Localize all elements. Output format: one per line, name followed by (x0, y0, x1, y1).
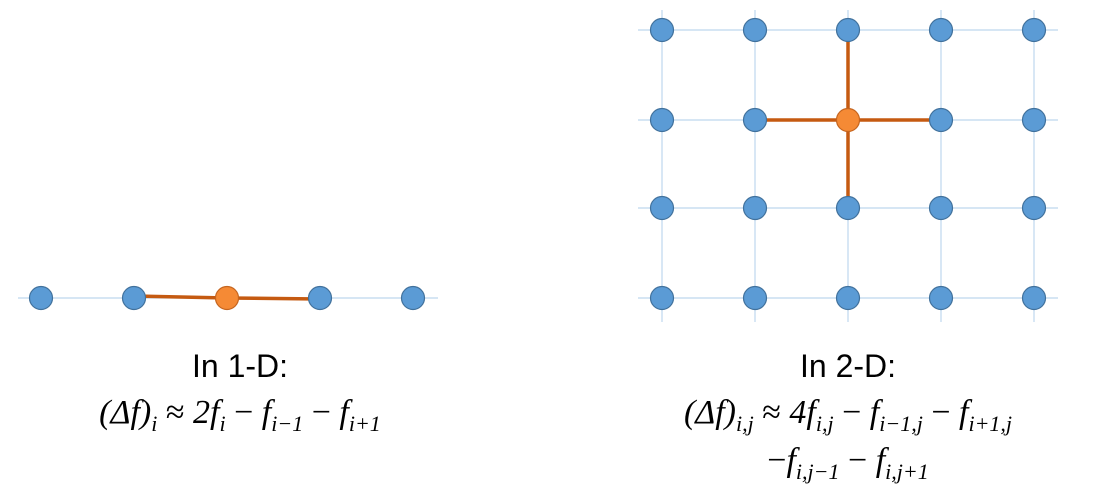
one-d-center-node (214, 285, 240, 311)
two-d-node (742, 107, 768, 133)
one-d-term-right: fi+1 (339, 394, 381, 436)
two-d-stencil (638, 10, 1058, 322)
two-d-node (928, 285, 954, 311)
two-d-node (649, 107, 675, 133)
one-d-right-edge (225, 296, 322, 301)
one-d-lhs: (Δf)i (99, 394, 158, 436)
one-d-stencil (18, 285, 438, 311)
two-d-center-node (835, 107, 861, 133)
one-d-node (28, 285, 54, 311)
two-d-node (649, 285, 675, 311)
two-d-term-up: fi,j+1 (875, 442, 929, 484)
two-d-node (649, 17, 675, 43)
two-d-node (835, 285, 861, 311)
one-d-formula: (Δf)i ≈ 2fi − fi−1 − fi+1 (10, 392, 470, 436)
two-d-node (835, 17, 861, 43)
minus-sign: − (842, 394, 862, 431)
minus-sign: − (234, 394, 254, 431)
one-d-node (400, 285, 426, 311)
one-d-node (121, 285, 147, 311)
minus-sign: − (311, 394, 331, 431)
two-d-node (928, 107, 954, 133)
two-d-node (649, 195, 675, 221)
two-d-node (742, 195, 768, 221)
one-d-node (307, 285, 333, 311)
minus-sign: − (848, 442, 868, 479)
two-d-node (1021, 285, 1047, 311)
two-d-term-left: fi−1,j (869, 394, 923, 436)
two-d-term-right: fi+1,j (959, 394, 1013, 436)
two-d-formula-line1: (Δf)i,j ≈ 4fi,j − fi−1,j − fi+1,j (588, 392, 1108, 436)
two-d-node (835, 195, 861, 221)
two-d-term-down: fi,j−1 (786, 442, 840, 484)
two-d-term-center: 4fi,j (789, 394, 834, 436)
two-d-formula-line2: −fi,j−1 − fi,j+1 (588, 440, 1108, 484)
minus-sign: − (931, 394, 951, 431)
one-d-term-left: fi−1 (261, 394, 304, 436)
two-d-node (928, 17, 954, 43)
two-d-node (928, 195, 954, 221)
one-d-title: In 1-D: (191, 348, 289, 384)
two-d-node (742, 285, 768, 311)
two-d-lhs: (Δf)i,j (683, 394, 754, 436)
one-d-left-edge (132, 294, 229, 300)
approx-sign: ≈ (165, 394, 185, 431)
two-d-title: In 2-D: (799, 348, 897, 384)
two-d-node (1021, 195, 1047, 221)
approx-sign: ≈ (762, 394, 781, 431)
minus-sign: − (767, 442, 787, 479)
one-d-term-center: 2fi (193, 394, 226, 436)
two-d-node (1021, 107, 1047, 133)
two-d-node (1021, 17, 1047, 43)
two-d-node (742, 17, 768, 43)
